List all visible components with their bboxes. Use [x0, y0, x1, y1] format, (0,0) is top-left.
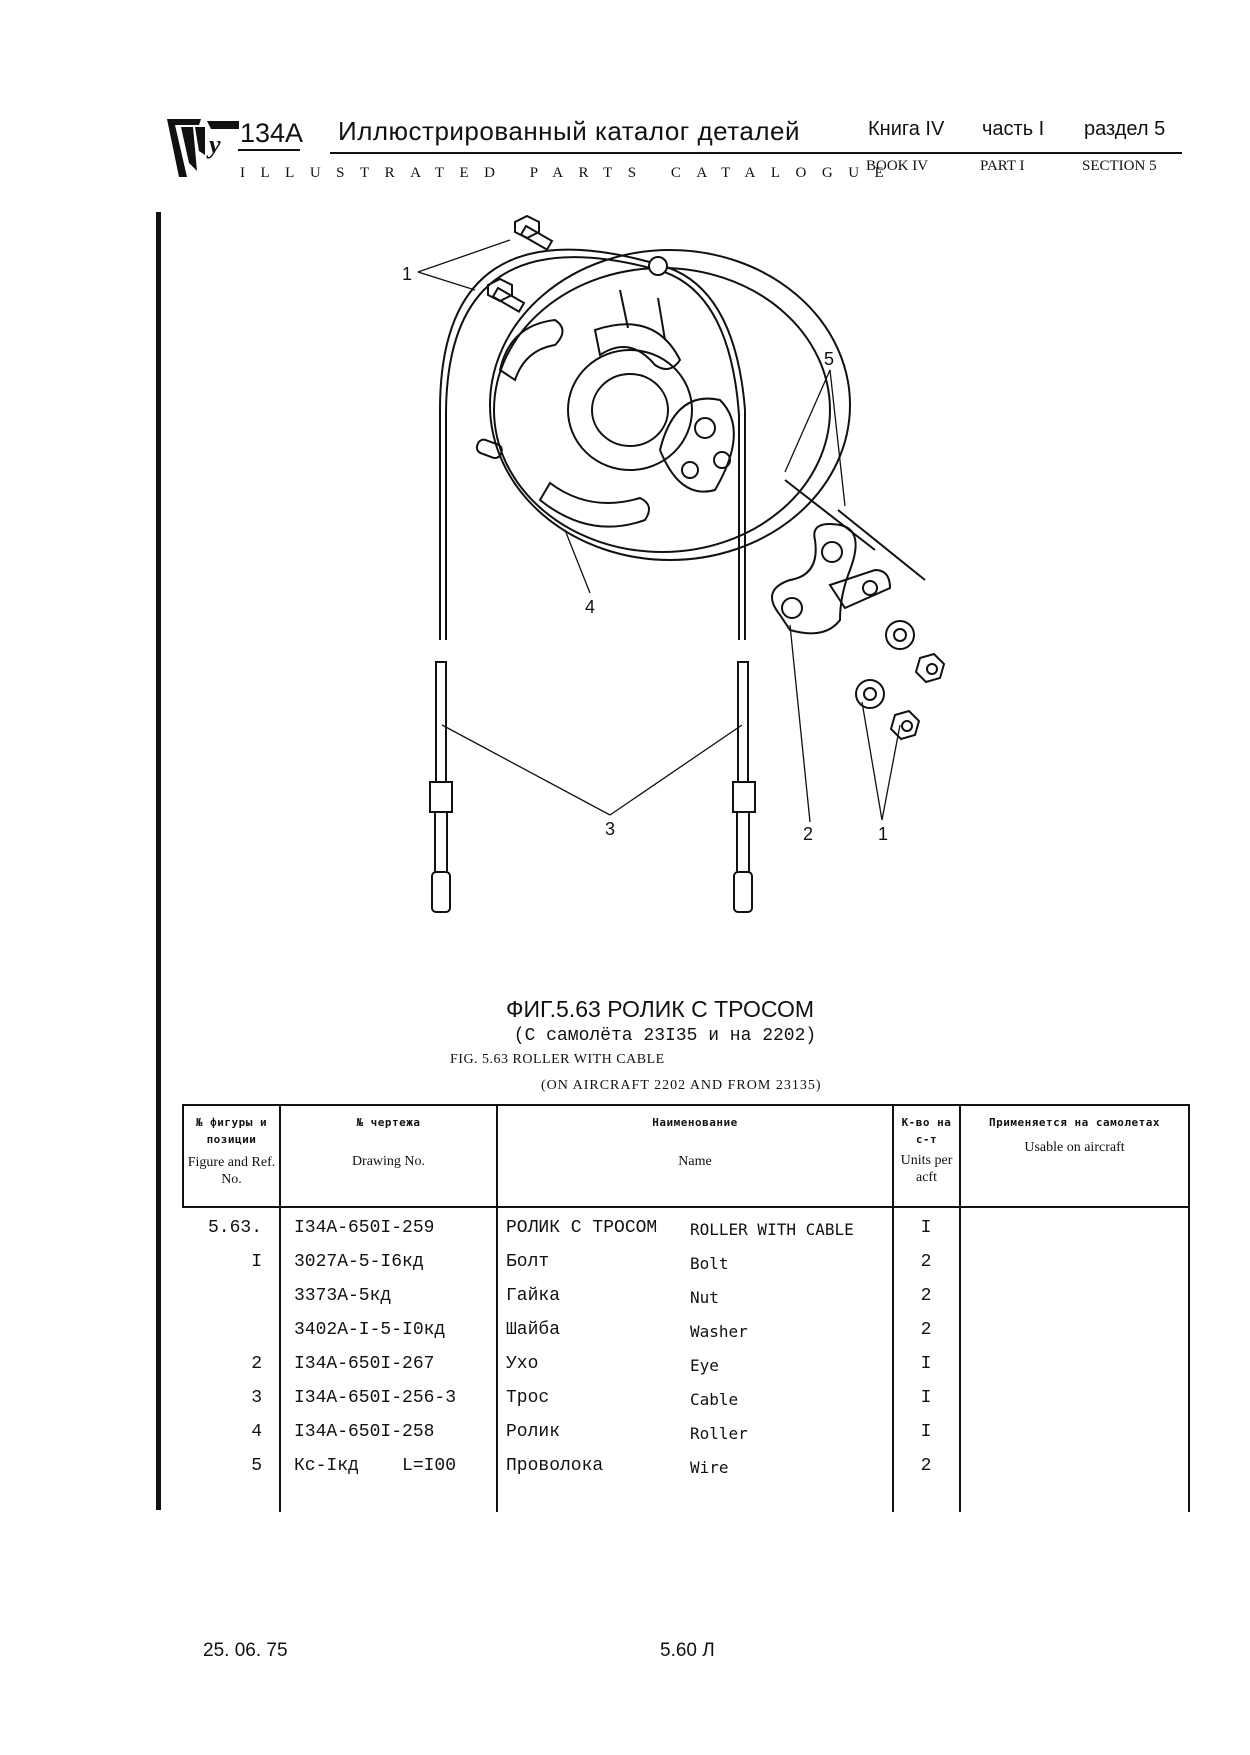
table-col-divider [496, 1104, 498, 1512]
figure-title-ru: ФИГ.5.63 РОЛИК С ТРОСОМ [505, 996, 815, 1022]
table-top-border [182, 1104, 1190, 1106]
page-number: 5.60 Л [660, 1640, 715, 1661]
callout-4: 4 [585, 597, 595, 617]
cell-name-en: Bolt [690, 1254, 729, 1273]
cell-ref: 5 [251, 1456, 262, 1476]
callout-2: 2 [803, 824, 813, 844]
cell-qty: 2 [920, 1456, 932, 1476]
cell-name-en: Washer [690, 1322, 748, 1341]
table-col-divider [959, 1104, 961, 1512]
roller-drawing [475, 249, 851, 561]
section-label-en: SECTION 5 [1082, 158, 1157, 174]
cell-drawing: Кс-Iкд L=I00 [294, 1456, 457, 1476]
parts-illustration: 1 1 2 3 4 5 [402, 214, 946, 913]
cell-name-ru: Шайба [506, 1320, 561, 1340]
cell-name-ru: Ухо [506, 1354, 539, 1374]
cell-ref: I [251, 1252, 262, 1272]
callout-1-upper: 1 [402, 264, 412, 284]
table-right-border [1188, 1104, 1190, 1512]
cell-drawing: 3373A-5кд [294, 1286, 392, 1306]
cell-ref: 4 [251, 1422, 262, 1442]
eye-drawing [771, 523, 892, 635]
callout-3: 3 [605, 819, 615, 839]
cell-name-en: Nut [690, 1288, 719, 1307]
header-units: К-во на с-т Units per acft [900, 1116, 953, 1185]
cell-name-en: Roller [690, 1424, 748, 1443]
revision-date: 25. 06. 75 [203, 1640, 288, 1661]
header-drawing: № чертежа Drawing No. [351, 1116, 426, 1169]
aircraft-model: 134A [240, 118, 304, 148]
figure-subtitle-en: (ON AIRCRAFT 2202 AND FROM 23135) [541, 1078, 822, 1093]
bolt-drawing [487, 214, 554, 314]
header-rule [330, 152, 1182, 154]
svg-text:у: у [206, 130, 221, 159]
header-ref: № фигуры и позиции Figure and Ref. No. [187, 1116, 276, 1187]
cell-name-ru: Трос [506, 1388, 550, 1408]
cell-qty: I [920, 1218, 932, 1238]
table-col-divider [892, 1104, 894, 1512]
book-label-ru: Книга IV [868, 118, 945, 140]
cell-qty: I [920, 1422, 932, 1442]
figure-title-en: FIG. 5.63 ROLLER WITH CABLE [450, 1052, 665, 1067]
cell-qty: I [920, 1388, 932, 1408]
table-left-border [182, 1104, 184, 1208]
cell-drawing: I34A-650I-258 [294, 1422, 435, 1442]
table-header-border [182, 1206, 1190, 1208]
catalogue-title-en: ILLUSTRATED PARTS CATALOGUE [240, 165, 900, 181]
cell-name-en: Cable [690, 1390, 739, 1409]
cable-drawing [429, 248, 756, 913]
washer-nut-drawing [855, 620, 946, 741]
manufacturer-logo: у [167, 119, 239, 177]
cell-drawing: I34A-650I-256-3 [294, 1388, 457, 1408]
part-label-ru: часть I [982, 118, 1045, 140]
book-label-en: BOOK IV [866, 158, 929, 174]
cell-drawing: I34A-650I-259 [294, 1218, 435, 1238]
cell-drawing: 3402A-I-5-I0кд [294, 1320, 446, 1340]
part-label-en: PART I [980, 158, 1025, 174]
parts-table: № фигуры и позиции Figure and Ref. No. №… [182, 1104, 1190, 1512]
header-usable: Применяется на самолетах Usable on aircr… [989, 1116, 1160, 1155]
change-bar [156, 212, 161, 1510]
section-label-ru: раздел 5 [1084, 118, 1166, 140]
cell-name-en: Eye [690, 1356, 719, 1375]
cell-qty: 2 [920, 1320, 932, 1340]
wire-drawing [784, 479, 926, 581]
model-underline [238, 149, 300, 151]
cell-name-ru: Болт [506, 1252, 550, 1272]
cell-name-ru: РОЛИК С ТРОСОМ [506, 1218, 658, 1238]
leader-lines [417, 239, 901, 823]
catalogue-title-ru: Иллюстрированный каталог деталей [338, 116, 801, 146]
callout-1-lower: 1 [878, 824, 888, 844]
table-col-divider [279, 1104, 281, 1512]
cell-name-ru: Ролик [506, 1422, 561, 1442]
cell-qty: I [920, 1354, 932, 1374]
cell-drawing: 3027A-5-I6кд [294, 1252, 424, 1272]
cell-qty: 2 [920, 1286, 932, 1306]
cell-ref: 2 [251, 1354, 262, 1374]
cell-name-en: ROLLER WITH CABLE [690, 1220, 854, 1239]
cell-drawing: I34A-650I-267 [294, 1354, 435, 1374]
cell-name-ru: Гайка [506, 1286, 561, 1306]
cell-ref: 3 [251, 1388, 262, 1408]
header-name: Наименование Name [652, 1116, 738, 1169]
figure-subtitle-ru: (С самолёта 23I35 и на 2202) [513, 1026, 817, 1046]
cell-name-ru: Проволока [506, 1456, 604, 1476]
cell-ref: 5.63. [207, 1218, 262, 1238]
callout-5: 5 [824, 349, 834, 369]
cell-qty: 2 [920, 1252, 932, 1272]
cell-name-en: Wire [690, 1458, 729, 1477]
